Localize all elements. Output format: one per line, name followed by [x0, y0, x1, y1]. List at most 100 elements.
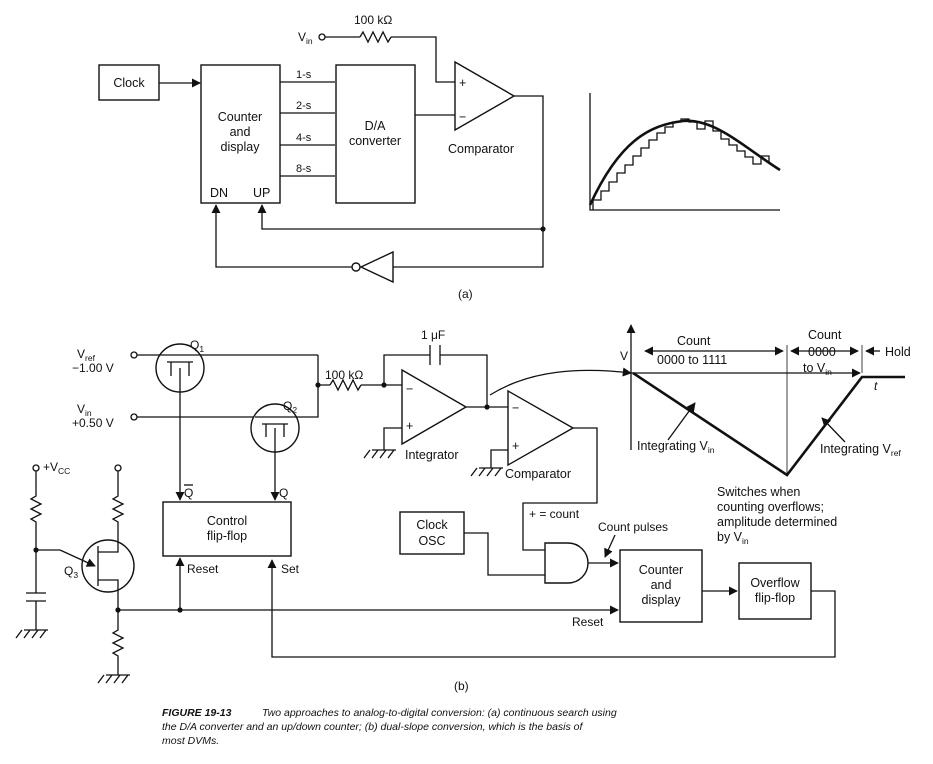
caption-line1: Two approaches to analog-to-digital conv… [262, 707, 617, 719]
q2-label: Q2 [283, 399, 297, 415]
integrator-capacitor [429, 345, 441, 365]
integrator-plus: + [406, 419, 413, 433]
part-b-counter-line1: Counter [639, 563, 683, 577]
q-label: Q [279, 486, 288, 500]
part-a-resistor-label: 100 kΩ [354, 13, 392, 27]
tracking-graph-staircase [592, 118, 770, 210]
part-a-dn-label: DN [210, 186, 228, 200]
switch-line4: by Vin [717, 530, 749, 546]
control-flip-flop [162, 501, 292, 557]
caption-line2: the D/A converter and an up/down counter… [162, 721, 584, 733]
count1-line1: Count [677, 334, 711, 348]
part-b-circuit: Vref −1.00 V Q1 Vin +0.50 V Q2 100 kΩ 1 … [15, 328, 836, 693]
caption-figure-number: FIGURE 19-13 [162, 707, 232, 719]
q3-label: Q3 [64, 564, 78, 580]
part-a-inverter [359, 250, 394, 284]
part-a-dac-line2: converter [349, 134, 401, 148]
part-a-bit-4: 4-s [296, 132, 312, 144]
part-a-circuit: Vin 100 kΩ Clock Counter and display DN … [98, 13, 546, 301]
control-line1: Control [207, 514, 247, 528]
caption-line3: most DVMs. [162, 735, 219, 747]
part-b-vin-label: Vin [77, 402, 92, 418]
q3-emitter-resistor [111, 610, 125, 675]
part-b-resistor [329, 378, 362, 392]
part-b-vref-label: Vref [77, 347, 96, 363]
figure-caption: FIGURE 19-13 Two approaches to analog-to… [162, 707, 617, 747]
integrator-label: Integrator [405, 448, 459, 462]
count2-line1: Count [808, 328, 842, 342]
part-b-vin-value: +0.50 V [72, 416, 114, 430]
q3-ground-right [97, 674, 130, 684]
count-pulses-label: Count pulses [598, 520, 668, 534]
plus-equals-count-label: + = count [529, 507, 580, 521]
part-a-vin-terminal [318, 33, 326, 41]
part-a-comparator [454, 60, 516, 132]
part-a-counter-line1: Counter [218, 110, 262, 124]
part-a-counter-block [200, 64, 281, 204]
part-a-clock-label: Clock [113, 76, 145, 90]
q3-bias-resistor [29, 471, 60, 551]
overflow-flip-flop [738, 562, 812, 620]
int-vin-label: Integrating Vin [637, 439, 715, 455]
q3-ground-left [15, 629, 48, 639]
count2-line3: to Vin [803, 361, 832, 377]
part-a-comparator-label: Comparator [448, 142, 514, 156]
waveform-v-label: V [620, 349, 628, 363]
q1-label: Q1 [190, 338, 204, 354]
part-a-dac-block [335, 64, 416, 204]
part-a-clock-block [98, 64, 160, 101]
switch-line3: amplitude determined [717, 515, 837, 529]
part-b-counter-block [619, 549, 703, 623]
switch-line1: Switches when [717, 485, 800, 499]
tracking-graph-signal-curve [588, 119, 781, 206]
comparator-ground [470, 467, 503, 477]
part-a-bit-1: 1-s [296, 69, 312, 81]
part-b-vref-value: −1.00 V [72, 361, 114, 375]
reset2-label: Reset [572, 615, 604, 629]
integrator-ground [363, 449, 396, 459]
part-b-vin-terminal [130, 413, 138, 421]
qbar-label: Q [184, 486, 193, 500]
part-a-minus: − [459, 110, 466, 124]
count2-line2: 0000 [808, 345, 836, 359]
and-gate [544, 542, 589, 584]
part-b-vref-terminal [130, 351, 138, 359]
part-b-comp-plus: + [512, 439, 519, 453]
part-a-counter-line2: and [230, 125, 251, 139]
vcc-terminal-left [32, 464, 40, 472]
q3-transistor [81, 539, 135, 593]
part-b-counter-line3: display [642, 593, 682, 607]
vcc-label-left: +VCC [43, 460, 70, 476]
dual-slope-waveform: V t Count 0000 to 1111 Count 0000 to Vin… [620, 324, 911, 546]
part-a-tracking-graph [588, 93, 781, 211]
integrator-minus: − [406, 382, 413, 396]
clock-osc-block [399, 511, 465, 555]
part-a-bit-8: 8-s [296, 163, 312, 175]
part-b-comparator-label: Comparator [505, 467, 571, 481]
part-a-up-label: UP [253, 186, 270, 200]
tracking-graph-axes [589, 93, 780, 211]
q3-collector-resistor [111, 471, 125, 540]
hold-label: Hold [885, 345, 911, 359]
set-label: Set [281, 562, 300, 576]
part-a-vin-label: Vin [298, 30, 313, 46]
part-a-plus: + [459, 76, 466, 90]
switch-line2: counting overflows; [717, 500, 824, 514]
waveform-t-label: t [874, 379, 878, 393]
part-a-label: (a) [458, 287, 473, 301]
overflow-line2: flip-flop [755, 591, 795, 605]
part-a-bit-2: 2-s [296, 100, 312, 112]
integrator-opamp [401, 368, 468, 446]
overflow-line1: Overflow [750, 576, 800, 590]
part-b-counter-line2: and [651, 578, 672, 592]
part-b-cap-label: 1 μF [421, 328, 445, 342]
control-line2: flip-flop [207, 529, 247, 543]
q3-timing-capacitor [26, 550, 46, 630]
part-a-resistor [359, 30, 392, 44]
reset-label: Reset [187, 562, 219, 576]
count1-line2: 0000 to 1111 [657, 353, 727, 367]
vcc-terminal-right [114, 464, 122, 472]
clock-osc-line2: OSC [418, 534, 445, 548]
int-vref-label: Integrating Vref [820, 442, 901, 458]
part-b-label: (b) [454, 679, 469, 693]
